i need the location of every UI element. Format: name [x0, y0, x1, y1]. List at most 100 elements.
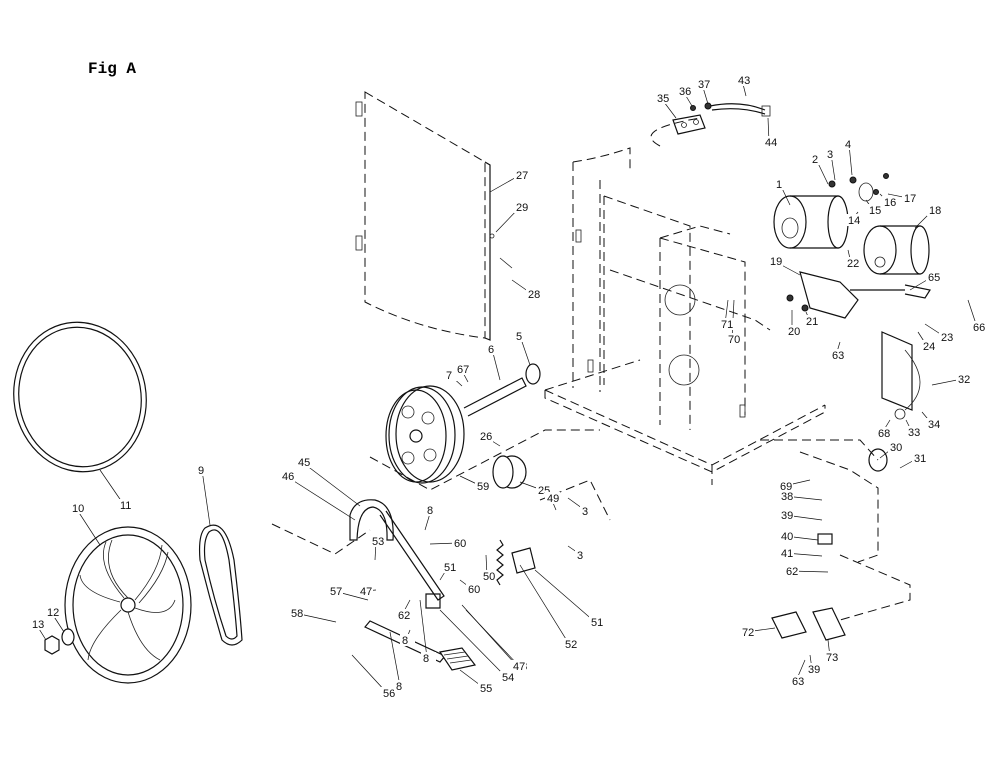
callout-label-bg — [927, 204, 942, 216]
callout-label-bg — [70, 502, 85, 514]
callout-label-bg — [358, 585, 373, 597]
callout-number-10: 10 — [72, 503, 84, 515]
callout-label-bg — [876, 427, 891, 439]
callout-label-bg — [328, 585, 343, 597]
callout-label-bg — [768, 255, 783, 267]
callout-label-bg — [481, 570, 496, 582]
assembly-lines — [271, 117, 911, 621]
cabinet-door — [355, 91, 513, 341]
callout-number-70: 70 — [728, 334, 740, 346]
callout-number-39: 39 — [781, 510, 793, 522]
callout-number-54: 54 — [502, 672, 514, 684]
drive-belt — [198, 524, 243, 646]
callout-label-bg — [779, 547, 794, 559]
callout-label-bg — [804, 315, 819, 327]
callout-number-53: 53 — [372, 536, 384, 548]
callout-number-69: 69 — [780, 481, 792, 493]
callout-number-37: 37 — [698, 79, 710, 91]
callout-number-60: 60 — [454, 538, 466, 550]
callout-label-bg — [926, 271, 941, 283]
callout-number-8: 8 — [402, 635, 408, 647]
callout-number-49: 49 — [547, 493, 559, 505]
callout-label-bg — [425, 504, 440, 516]
callout-label-bg — [696, 78, 711, 90]
callout-number-8: 8 — [423, 653, 429, 665]
brake-pedal-assembly — [349, 499, 477, 671]
lower-wheel — [64, 526, 192, 684]
callout-label-bg — [867, 204, 882, 216]
callout-label-bg — [726, 333, 741, 345]
callout-leader — [419, 599, 428, 659]
callout-number-28: 28 — [528, 289, 540, 301]
callout-number-18: 18 — [929, 205, 941, 217]
callout-number-31: 31 — [914, 453, 926, 465]
callout-leader — [534, 569, 596, 623]
callout-label-bg — [500, 671, 515, 683]
callout-label-bg — [843, 138, 858, 150]
callout-label-bg — [779, 509, 794, 521]
callout-number-8: 8 — [427, 505, 433, 517]
callout-label-bg — [779, 490, 794, 502]
callout-number-44: 44 — [765, 137, 777, 149]
callout-leader — [439, 609, 507, 678]
callout-label-bg — [511, 660, 526, 672]
callout-number-2: 2 — [812, 154, 818, 166]
callout-number-67: 67 — [457, 364, 469, 376]
callout-number-1: 1 — [776, 179, 782, 191]
spring-bracket — [496, 539, 536, 586]
callout-label-bg — [882, 196, 897, 208]
callout-label-bg — [740, 626, 755, 638]
callout-leader — [351, 654, 388, 694]
callout-label-bg — [939, 331, 954, 343]
switch-assembly — [672, 102, 771, 135]
callout-number-35: 35 — [657, 93, 669, 105]
saw-blade — [13, 321, 147, 473]
callout-number-62: 62 — [786, 566, 798, 578]
callout-label-bg — [786, 325, 801, 337]
small-pulley — [492, 455, 527, 489]
callout-label-bg — [563, 638, 578, 650]
callout-number-55: 55 — [480, 683, 492, 695]
callout-label-bg — [912, 452, 927, 464]
callout-number-51: 51 — [591, 617, 603, 629]
switch-box-parts — [771, 533, 846, 641]
callout-label-bg — [196, 464, 211, 476]
callout-label-bg — [478, 430, 493, 442]
callout-number-65: 65 — [928, 272, 940, 284]
callout-number-32: 32 — [958, 374, 970, 386]
callout-label-bg — [763, 136, 778, 148]
callout-label-bg — [655, 92, 670, 104]
callout-number-57: 57 — [330, 586, 342, 598]
callout-number-11: 11 — [120, 500, 131, 512]
callout-label-bg — [736, 74, 751, 86]
callout-label-bg — [486, 343, 501, 355]
callout-number-5: 5 — [516, 331, 522, 343]
callout-number-38: 38 — [781, 491, 793, 503]
callout-number-3: 3 — [577, 550, 583, 562]
callout-label-bg — [902, 192, 917, 204]
access-plate — [881, 331, 921, 420]
callout-label-bg — [774, 178, 789, 190]
callout-number-72: 72 — [742, 627, 754, 639]
callout-number-30: 30 — [890, 442, 902, 454]
callout-number-19: 19 — [770, 256, 782, 268]
callout-label-bg — [677, 85, 692, 97]
callout-label-bg — [921, 340, 936, 352]
callout-label-bg — [466, 583, 481, 595]
callout-number-50: 50 — [483, 571, 495, 583]
callout-label-bg — [30, 618, 45, 630]
callout-number-6: 6 — [488, 344, 494, 356]
callout-label-bg — [455, 363, 470, 375]
callout-number-8: 8 — [396, 681, 402, 693]
callout-number-45: 45 — [298, 457, 310, 469]
callout-number-51: 51 — [444, 562, 456, 574]
callout-label-bg — [452, 537, 467, 549]
callout-label-bg — [926, 418, 941, 430]
callout-label-bg — [442, 561, 457, 573]
callout-number-23: 23 — [941, 332, 953, 344]
callout-number-27: 27 — [516, 170, 528, 182]
callout-label-bg — [580, 505, 595, 517]
callout-number-36: 36 — [679, 86, 691, 98]
callout-leader — [75, 507, 101, 546]
callout-number-17: 17 — [904, 193, 916, 205]
